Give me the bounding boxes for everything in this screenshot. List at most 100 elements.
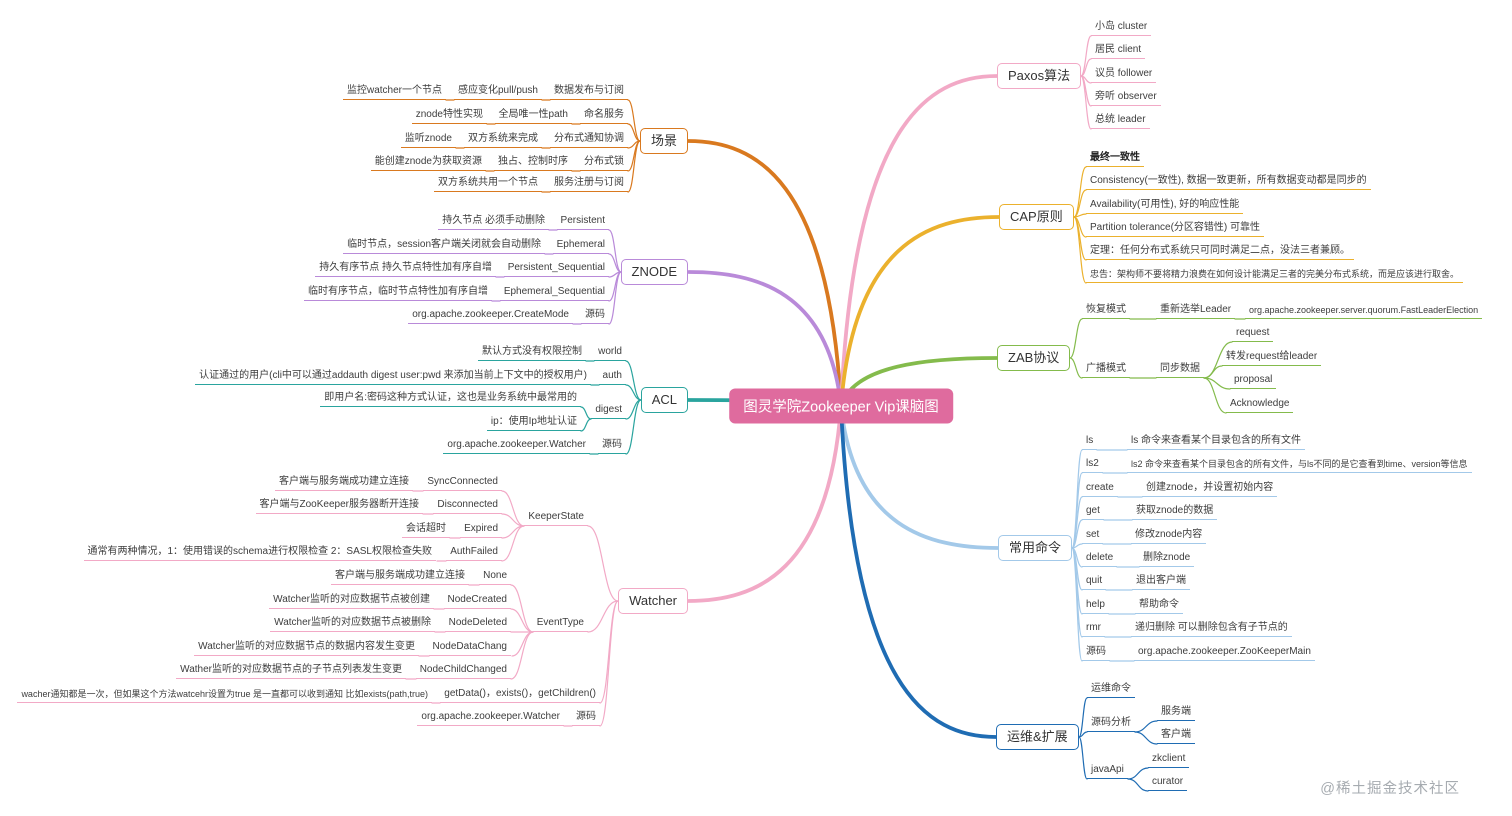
node-paxos[interactable]: Paxos算法 — [997, 63, 1082, 89]
node-s2[interactable]: 命名服务 — [580, 108, 628, 124]
node-ks3a[interactable]: 会话超时 — [402, 522, 450, 538]
node-p5[interactable]: 总统 leader — [1091, 113, 1150, 129]
node-m4[interactable]: get — [1082, 504, 1104, 520]
node-c6[interactable]: 忠告：架构师不要将精力浪费在如何设计能满足三者的完美分布式系统，而是应该进行取舍… — [1086, 268, 1464, 283]
node-et2a[interactable]: Watcher监听的对应数据节点被创建 — [269, 593, 434, 609]
node-ops[interactable]: 运维&扩展 — [996, 724, 1079, 750]
node-a1[interactable]: world — [594, 345, 626, 361]
node-c2[interactable]: Consistency(一致性), 数据一致更新，所有数据变动都是同步的 — [1086, 174, 1371, 190]
node-cmd[interactable]: 常用命令 — [998, 535, 1073, 561]
node-a3[interactable]: digest — [591, 403, 626, 419]
node-z1a[interactable]: 持久节点 必须手动删除 — [438, 214, 549, 230]
node-z5a[interactable]: org.apache.zookeeper.CreateMode — [408, 308, 573, 324]
node-m4a[interactable]: 获取znode的数据 — [1132, 504, 1218, 520]
node-et5[interactable]: NodeChildChanged — [415, 663, 511, 679]
node-p4[interactable]: 旁听 observer — [1091, 90, 1161, 106]
node-z2a[interactable]: 临时节点，session客户端关闭就会自动删除 — [343, 238, 545, 254]
node-c1[interactable]: 最终一致性 — [1086, 151, 1144, 167]
node-et1[interactable]: None — [479, 569, 511, 585]
node-o3[interactable]: javaApi — [1087, 763, 1128, 779]
node-m2a[interactable]: ls2 命令来查看某个目录包含的所有文件，与ls不同的是它查看到time、ver… — [1127, 458, 1472, 473]
node-m7[interactable]: quit — [1082, 574, 1107, 590]
node-m3[interactable]: create — [1082, 481, 1118, 497]
node-s5[interactable]: 服务注册与订阅 — [550, 176, 628, 192]
node-et4a[interactable]: Watcher监听的对应数据节点的数据内容发生变更 — [194, 640, 419, 656]
node-s1b[interactable]: 监控watcher一个节点 — [342, 84, 446, 100]
node-p1[interactable]: 小岛 cluster — [1091, 20, 1152, 36]
node-a2[interactable]: auth — [598, 369, 626, 385]
node-o3b[interactable]: curator — [1148, 775, 1188, 791]
node-c5[interactable]: 定理：任何分布式系统只可同时满足二点，没法三者兼顾。 — [1086, 244, 1354, 260]
node-zb2c[interactable]: 转发request给leader — [1222, 350, 1322, 366]
node-z3a[interactable]: 持久有序节点 持久节点特性加有序自增 — [315, 261, 496, 277]
node-m6a[interactable]: 删除znode — [1139, 551, 1195, 567]
node-m9[interactable]: rmr — [1082, 621, 1105, 637]
node-znode[interactable]: ZNODE — [620, 259, 688, 285]
node-p3[interactable]: 议员 follower — [1091, 67, 1157, 83]
node-m10[interactable]: 源码 — [1082, 645, 1110, 661]
node-m2[interactable]: ls2 — [1082, 457, 1103, 473]
node-et5a[interactable]: Wather监听的对应数据节点的子节点列表发生变更 — [176, 663, 406, 679]
node-ks2[interactable]: Disconnected — [433, 498, 502, 514]
node-ks3[interactable]: Expired — [460, 522, 502, 538]
node-z3[interactable]: Persistent_Sequential — [503, 261, 609, 277]
node-s5a[interactable]: 双方系统共用一个节点 — [434, 176, 542, 192]
node-m5[interactable]: set — [1082, 528, 1104, 544]
node-zb2a[interactable]: 同步数据 — [1156, 362, 1204, 378]
node-zb1b[interactable]: org.apache.zookeeper.server.quorum.FastL… — [1245, 304, 1483, 319]
node-z2[interactable]: Ephemeral — [552, 238, 609, 254]
node-s4b[interactable]: 能创建znode为获取资源 — [370, 155, 486, 171]
node-watcher[interactable]: Watcher — [618, 588, 688, 614]
central-topic[interactable]: 图灵学院Zookeeper Vip课脑图 — [729, 388, 953, 424]
node-s3b[interactable]: 监听znode — [400, 132, 456, 148]
node-a2a[interactable]: 认证通过的用户(cli中可以通过addauth digest user:pwd … — [195, 369, 591, 385]
node-acl[interactable]: ACL — [640, 387, 688, 413]
node-zb2d[interactable]: proposal — [1230, 373, 1277, 389]
node-o2[interactable]: 源码分析 — [1087, 716, 1135, 732]
node-wm[interactable]: getData()，exists()，getChildren() — [440, 687, 600, 703]
node-zb1[interactable]: 恢复模式 — [1082, 303, 1130, 319]
node-ks1a[interactable]: 客户端与服务端成功建立连接 — [275, 475, 413, 491]
node-zb1a[interactable]: 重新选举Leader — [1156, 303, 1236, 319]
node-c3[interactable]: Availability(可用性), 好的响应性能 — [1086, 198, 1244, 214]
node-c4[interactable]: Partition tolerance(分区容错性) 可靠性 — [1086, 221, 1265, 237]
node-m3a[interactable]: 创建znode，并设置初始内容 — [1142, 481, 1278, 497]
node-zb2[interactable]: 广播模式 — [1082, 362, 1130, 378]
node-et3a[interactable]: Watcher监听的对应数据节点被删除 — [270, 616, 435, 632]
node-s1a[interactable]: 感应变化pull/push — [453, 84, 542, 100]
node-m8a[interactable]: 帮助命令 — [1135, 598, 1183, 614]
node-et2[interactable]: NodeCreated — [443, 593, 511, 609]
node-a4[interactable]: ip：使用Ip地址认证 — [486, 415, 581, 431]
node-z4[interactable]: Ephemeral_Sequential — [499, 285, 609, 301]
node-m1[interactable]: ls — [1082, 434, 1098, 450]
node-o1[interactable]: 运维命令 — [1087, 682, 1135, 698]
node-a5a[interactable]: org.apache.zookeeper.Watcher — [443, 438, 590, 454]
node-m5a[interactable]: 修改znode内容 — [1131, 528, 1207, 544]
node-s2b[interactable]: znode特性实现 — [411, 108, 487, 124]
node-ks1[interactable]: SyncConnected — [423, 475, 502, 491]
node-cap[interactable]: CAP原则 — [999, 204, 1074, 230]
node-m9a[interactable]: 递归删除 可以删除包含有子节点的 — [1131, 621, 1292, 637]
node-m10a[interactable]: org.apache.zookeeper.ZooKeeperMain — [1134, 645, 1315, 661]
node-et1a[interactable]: 客户端与服务端成功建立连接 — [331, 569, 469, 585]
node-a5[interactable]: 源码 — [598, 438, 626, 454]
node-s1[interactable]: 数据发布与订阅 — [550, 84, 628, 100]
node-ks4a[interactable]: 通常有两种情况，1：使用错误的schema进行权限检查 2：SASL权限检查失败 — [83, 545, 436, 561]
node-scene[interactable]: 场景 — [639, 128, 688, 154]
node-wma[interactable]: wacher通知都是一次，但如果这个方法watcehr设置为true 是一直都可… — [17, 688, 432, 703]
node-ks2a[interactable]: 客户端与ZooKeeper服务器断开连接 — [255, 498, 423, 514]
node-wet[interactable]: EventType — [532, 616, 588, 632]
node-s3a[interactable]: 双方系统来完成 — [464, 132, 542, 148]
node-et4[interactable]: NodeDataChang — [428, 640, 511, 656]
node-s3[interactable]: 分布式通知协调 — [550, 132, 628, 148]
node-s4[interactable]: 分布式锁 — [580, 155, 628, 171]
node-a3a[interactable]: 即用户名:密码这种方式认证，这也是业务系统中最常用的 — [320, 391, 581, 407]
node-zb2b[interactable]: request — [1232, 326, 1274, 342]
node-z4a[interactable]: 临时有序节点，临时节点特性加有序自增 — [304, 285, 492, 301]
node-p2[interactable]: 居民 client — [1091, 43, 1146, 59]
node-o2a[interactable]: 服务端 — [1157, 705, 1195, 721]
node-z1[interactable]: Persistent — [556, 214, 609, 230]
node-ws[interactable]: 源码 — [572, 710, 600, 726]
node-o3a[interactable]: zkclient — [1148, 752, 1190, 768]
node-a1a[interactable]: 默认方式没有权限控制 — [478, 345, 586, 361]
